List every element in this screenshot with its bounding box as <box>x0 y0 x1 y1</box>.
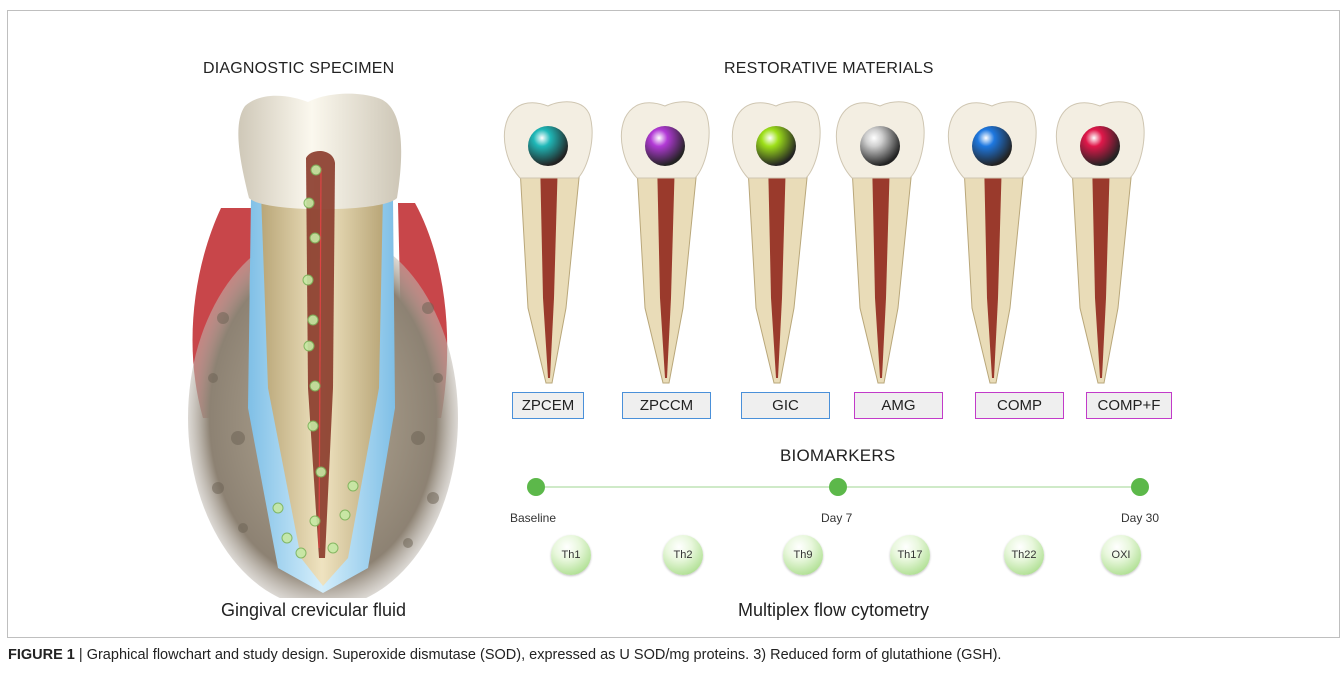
filling-sphere <box>528 126 568 166</box>
material-box-comp-f: COMP+F <box>1086 392 1172 419</box>
biomarker-th17: Th17 <box>890 535 930 575</box>
restored-tooth-comp-f <box>1056 102 1144 383</box>
timepoint-label-day7: Day 7 <box>821 511 852 525</box>
filling-sphere <box>972 126 1012 166</box>
figure-caption: FIGURE 1 | Graphical flowchart and study… <box>8 647 1001 663</box>
biomarker-th22: Th22 <box>1004 535 1044 575</box>
specimen-subtitle: Gingival crevicular fluid <box>221 600 406 621</box>
caption-separator: | <box>75 647 87 663</box>
biomarkers-heading: BIOMARKERS <box>780 446 895 466</box>
biomarker-th9: Th9 <box>783 535 823 575</box>
timepoint-dot-day30 <box>1131 478 1149 496</box>
timepoint-label-day30: Day 30 <box>1121 511 1159 525</box>
restored-teeth <box>490 98 1190 388</box>
timepoint-dot-baseline <box>527 478 545 496</box>
biomarker-th1: Th1 <box>551 535 591 575</box>
timepoint-label-baseline: Baseline <box>510 511 556 525</box>
material-box-gic: GIC <box>741 392 830 419</box>
filling-sphere <box>1080 126 1120 166</box>
filling-sphere <box>860 126 900 166</box>
specimen-illustration <box>183 88 473 598</box>
timepoint-dot-day7 <box>829 478 847 496</box>
restored-tooth-comp <box>948 102 1036 383</box>
biomarker-th2: Th2 <box>663 535 703 575</box>
material-box-zpccm: ZPCCM <box>622 392 711 419</box>
timeline <box>520 475 1160 499</box>
material-box-zpcem: ZPCEM <box>512 392 584 419</box>
restored-tooth-amg <box>836 102 924 383</box>
restored-tooth-gic <box>732 102 820 383</box>
material-box-comp: COMP <box>975 392 1064 419</box>
restored-tooth-zpcem <box>504 102 592 383</box>
filling-sphere <box>645 126 685 166</box>
restorative-materials-heading: RESTORATIVE MATERIALS <box>724 60 934 78</box>
biomarker-oxi: OXI <box>1101 535 1141 575</box>
diagnostic-specimen-heading: DIAGNOSTIC SPECIMEN <box>203 60 394 78</box>
caption-label: FIGURE 1 <box>8 647 75 663</box>
caption-text: Graphical flowchart and study design. Su… <box>87 647 1002 663</box>
restored-tooth-zpccm <box>621 102 709 383</box>
method-subtitle: Multiplex flow cytometry <box>738 600 929 621</box>
material-box-amg: AMG <box>854 392 943 419</box>
filling-sphere <box>756 126 796 166</box>
